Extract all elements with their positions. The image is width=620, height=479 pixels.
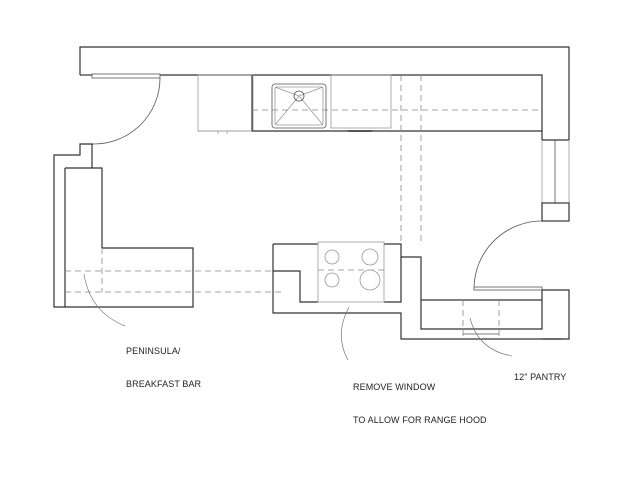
entry-door [91,73,161,145]
pantry-label: 12" PANTRY [514,350,566,394]
left-wall [53,143,93,308]
sink [271,83,327,129]
peninsula-leader [83,273,126,327]
range-hood-label: REMOVE WINDOW TO ALLOW FOR RANGE HOOD [353,360,487,437]
exterior-wall [79,46,570,222]
pantry-label-line1: 12" PANTRY [514,372,567,382]
range-cabinet [272,243,562,340]
peninsula-label-line2: BREAKFAST BAR [126,379,202,389]
peninsula-breakfast-bar [64,167,283,308]
range-cooktop [317,241,385,303]
range-hood-leader [340,306,350,361]
peninsula-label-line1: PENINSULA/ [126,346,181,356]
peninsula-label: PENINSULA/ BREAKFAST BAR [126,324,201,401]
pantry-leader [469,317,513,357]
range-hood-label-line1: REMOVE WINDOW [353,382,436,392]
interior-door [473,220,543,291]
dishwasher [330,74,392,132]
base-cabinets-top [197,74,542,134]
window [541,140,570,203]
range-hood-label-line2: TO ALLOW FOR RANGE HOOD [353,415,487,425]
pantry [420,289,570,340]
